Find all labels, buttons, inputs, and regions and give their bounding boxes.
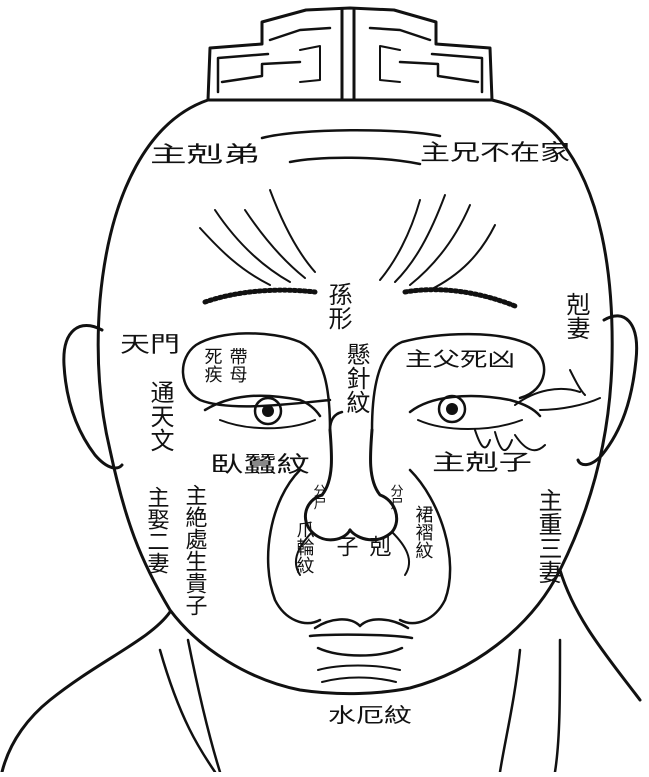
mouth: [310, 619, 412, 655]
label-nostril-right: 分尸: [388, 484, 404, 510]
label-temple-left-b: 通天文: [146, 380, 174, 452]
label-mouth-center-right: 剋: [366, 535, 392, 557]
right-eye: [410, 370, 600, 450]
label-temple-right: 剋妻: [562, 292, 590, 340]
chin-lines: [318, 666, 400, 683]
label-mid-brow: 孫形: [324, 282, 352, 330]
label-mouth-left: 爪輪紋: [294, 520, 315, 574]
label-nostril-left: 分尸: [311, 484, 327, 510]
hat: [208, 8, 492, 100]
label-eye-left-top: 帶母: [227, 347, 248, 384]
left-ear: [64, 325, 122, 468]
label-under-eye-right: 主剋子: [432, 451, 532, 476]
reading-labels: 主剋弟 主兄不在家 孫形 剋妻 天門 通天文 帶母 死疾 主父死凶 懸針紋 臥蠶…: [120, 141, 590, 727]
label-chin: 水厄紋: [328, 703, 412, 727]
label-eye-right-top: 主父死凶: [405, 347, 515, 371]
label-cheek-left-a: 主娶二妻: [144, 486, 170, 574]
label-mouth-center-left: 子: [333, 535, 358, 557]
left-eye: [205, 396, 320, 429]
label-mouth-right: 裙褶紋: [413, 505, 434, 559]
label-eye-left-bottom: 死疾: [202, 347, 223, 383]
label-cheek-right: 主重三妻: [534, 488, 562, 584]
label-temple-left-a: 天門: [120, 333, 180, 358]
label-forehead-right: 主兄不在家: [420, 141, 570, 166]
neck-collar: [2, 570, 640, 772]
eyebrows: [205, 290, 515, 306]
label-under-eye-left: 臥蠶紋: [210, 453, 310, 478]
label-cheek-left-b: 主絶處生貴子: [182, 484, 208, 616]
label-forehead-left: 主剋弟: [150, 143, 260, 168]
label-nose-bridge: 懸針紋: [342, 342, 370, 414]
